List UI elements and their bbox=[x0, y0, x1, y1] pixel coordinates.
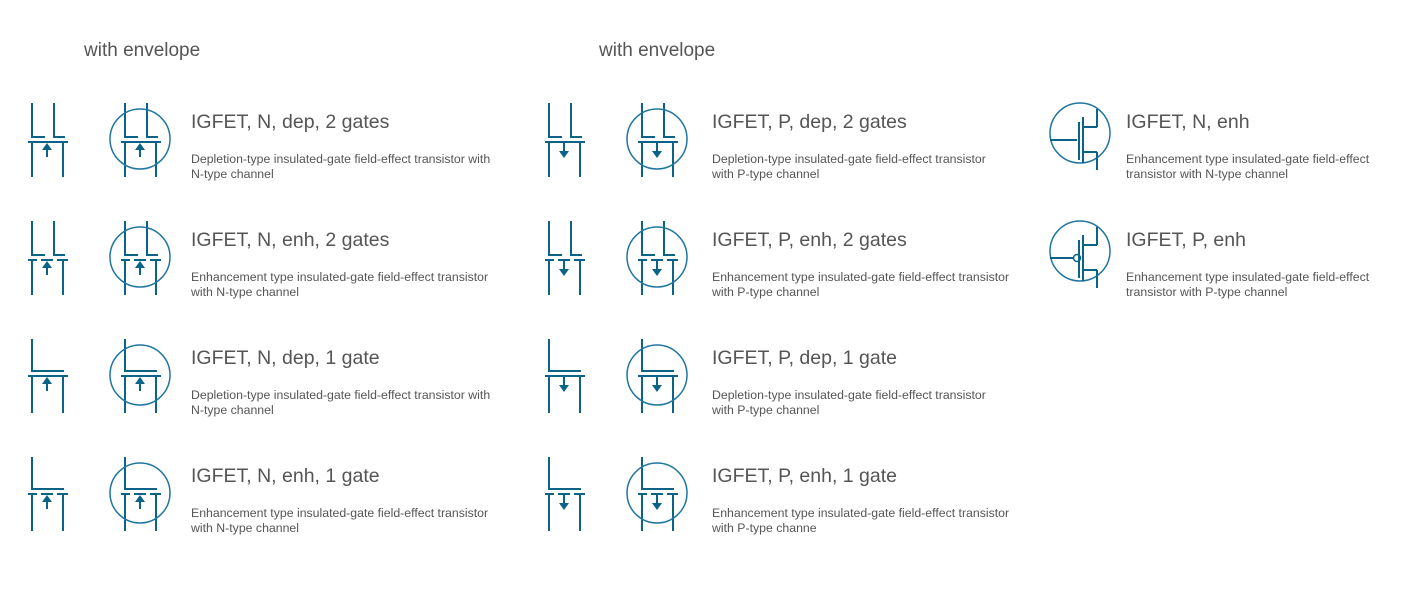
envelope-circle bbox=[109, 108, 171, 170]
symbol-title: IGFET, N, enh bbox=[1126, 111, 1250, 133]
symbol-description: Depletion-type insulated-gate field-effe… bbox=[712, 388, 1042, 418]
description-line: with N-type channel bbox=[191, 285, 299, 299]
symbol-item: IGFET, P, dep, 1 gate Depletion-type ins… bbox=[712, 347, 1042, 418]
envelope-circle bbox=[109, 462, 171, 524]
description-line: Depletion-type insulated-gate field-effe… bbox=[712, 152, 986, 166]
igfet-symbol-with-envelope[interactable] bbox=[109, 219, 171, 297]
description-line: transistor with P-type channel bbox=[1126, 285, 1288, 299]
description-line: Depletion-type insulated-gate field-effe… bbox=[712, 388, 986, 402]
arrow-icon bbox=[652, 503, 662, 510]
igfet-symbol-with-envelope[interactable] bbox=[626, 219, 688, 297]
envelope-circle bbox=[109, 344, 171, 406]
symbol-description: Enhancement type insulated-gate field-ef… bbox=[191, 270, 521, 300]
arrow-icon bbox=[559, 503, 569, 510]
igfet-symbol-with-envelope[interactable] bbox=[109, 101, 171, 179]
igfet-symbol-with-envelope[interactable] bbox=[626, 337, 688, 415]
description-line: Enhancement type insulated-gate field-ef… bbox=[712, 506, 1010, 520]
igfet-enh-symbol[interactable] bbox=[1049, 95, 1111, 173]
symbol-title: IGFET, P, dep, 1 gate bbox=[712, 347, 898, 369]
envelope-circle bbox=[626, 108, 688, 170]
description-line: Enhancement type insulated-gate field-ef… bbox=[1126, 270, 1370, 284]
symbol-description: Enhancement type insulated-gate field-ef… bbox=[1126, 152, 1413, 182]
symbol-item: IGFET, N, dep, 1 gate Depletion-type ins… bbox=[191, 347, 521, 418]
symbol-description: Enhancement type insulated-gate field-ef… bbox=[191, 506, 521, 536]
symbol-title: IGFET, N, enh, 1 gate bbox=[191, 465, 380, 487]
envelope-circle bbox=[1049, 102, 1111, 164]
igfet-symbol-with-envelope[interactable] bbox=[109, 455, 171, 533]
symbol-title: IGFET, N, dep, 2 gates bbox=[191, 111, 390, 133]
symbol-title: IGFET, P, enh, 2 gates bbox=[712, 229, 907, 251]
arrow-icon bbox=[135, 261, 145, 268]
igfet-symbol[interactable] bbox=[28, 455, 72, 533]
symbol-description: Depletion-type insulated-gate field-effe… bbox=[191, 152, 521, 182]
envelope-circle bbox=[1049, 220, 1111, 282]
symbol-item: IGFET, N, dep, 2 gates Depletion-type in… bbox=[191, 111, 521, 182]
igfet-symbol[interactable] bbox=[28, 337, 72, 415]
symbol-item: IGFET, N, enh Enhancement type insulated… bbox=[1126, 111, 1413, 182]
arrow-icon bbox=[135, 143, 145, 150]
envelope-circle bbox=[626, 462, 688, 524]
symbol-item: IGFET, N, enh, 1 gate Enhancement type i… bbox=[191, 465, 521, 536]
description-line: with P-type channe bbox=[712, 521, 817, 535]
igfet-symbol[interactable] bbox=[545, 219, 589, 297]
description-line: with P-type channel bbox=[712, 403, 820, 417]
section-header-left: with envelope bbox=[84, 40, 201, 61]
description-line: with N-type channel bbox=[191, 521, 299, 535]
description-line: Depletion-type insulated-gate field-effe… bbox=[191, 388, 491, 402]
arrow-icon bbox=[42, 261, 52, 268]
arrow-icon bbox=[42, 143, 52, 150]
arrow-icon bbox=[559, 385, 569, 392]
section-header-right: with envelope bbox=[599, 40, 716, 61]
envelope-circle bbox=[626, 226, 688, 288]
arrow-icon bbox=[135, 495, 145, 502]
symbol-description: Depletion-type insulated-gate field-effe… bbox=[712, 152, 1042, 182]
description-line: Depletion-type insulated-gate field-effe… bbox=[191, 152, 491, 166]
symbol-description: Enhancement type insulated-gate field-ef… bbox=[712, 506, 1042, 536]
igfet-symbol-with-envelope[interactable] bbox=[626, 455, 688, 533]
description-line: Enhancement type insulated-gate field-ef… bbox=[712, 270, 1010, 284]
symbol-title: IGFET, P, enh, 1 gate bbox=[712, 465, 898, 487]
arrow-icon bbox=[42, 495, 52, 502]
igfet-enh-symbol[interactable] bbox=[1049, 213, 1111, 291]
description-line: N-type channel bbox=[191, 167, 274, 181]
symbol-item: IGFET, N, enh, 2 gates Enhancement type … bbox=[191, 229, 521, 300]
envelope-circle bbox=[109, 226, 171, 288]
igfet-symbol[interactable] bbox=[28, 101, 72, 179]
description-line: Enhancement type insulated-gate field-ef… bbox=[191, 506, 489, 520]
arrow-icon bbox=[652, 385, 662, 392]
igfet-symbol[interactable] bbox=[545, 101, 589, 179]
description-line: with P-type channel bbox=[712, 285, 820, 299]
symbol-description: Enhancement type insulated-gate field-ef… bbox=[712, 270, 1042, 300]
igfet-symbol[interactable] bbox=[545, 337, 589, 415]
arrow-icon bbox=[652, 151, 662, 158]
arrow-icon bbox=[135, 377, 145, 384]
arrow-icon bbox=[559, 269, 569, 276]
symbol-item: IGFET, P, enh Enhancement type insulated… bbox=[1126, 229, 1413, 300]
igfet-symbol[interactable] bbox=[545, 455, 589, 533]
envelope-circle bbox=[626, 344, 688, 406]
description-line: N-type channel bbox=[191, 403, 274, 417]
symbol-description: Enhancement type insulated-gate field-ef… bbox=[1126, 270, 1413, 300]
igfet-symbol-with-envelope[interactable] bbox=[109, 337, 171, 415]
symbol-title: IGFET, N, enh, 2 gates bbox=[191, 229, 390, 251]
description-line: Enhancement type insulated-gate field-ef… bbox=[191, 270, 489, 284]
igfet-symbol-with-envelope[interactable] bbox=[626, 101, 688, 179]
symbol-title: IGFET, N, dep, 1 gate bbox=[191, 347, 380, 369]
arrow-icon bbox=[42, 377, 52, 384]
igfet-symbol[interactable] bbox=[28, 219, 72, 297]
symbol-item: IGFET, P, dep, 2 gates Depletion-type in… bbox=[712, 111, 1042, 182]
arrow-icon bbox=[559, 151, 569, 158]
symbol-item: IGFET, P, enh, 2 gates Enhancement type … bbox=[712, 229, 1042, 300]
symbol-item: IGFET, P, enh, 1 gate Enhancement type i… bbox=[712, 465, 1042, 536]
description-line: Enhancement type insulated-gate field-ef… bbox=[1126, 152, 1370, 166]
symbol-title: IGFET, P, dep, 2 gates bbox=[712, 111, 907, 133]
symbol-description: Depletion-type insulated-gate field-effe… bbox=[191, 388, 521, 418]
description-line: with P-type channel bbox=[712, 167, 820, 181]
description-line: transistor with N-type channel bbox=[1126, 167, 1288, 181]
symbol-title: IGFET, P, enh bbox=[1126, 229, 1246, 251]
arrow-icon bbox=[652, 269, 662, 276]
